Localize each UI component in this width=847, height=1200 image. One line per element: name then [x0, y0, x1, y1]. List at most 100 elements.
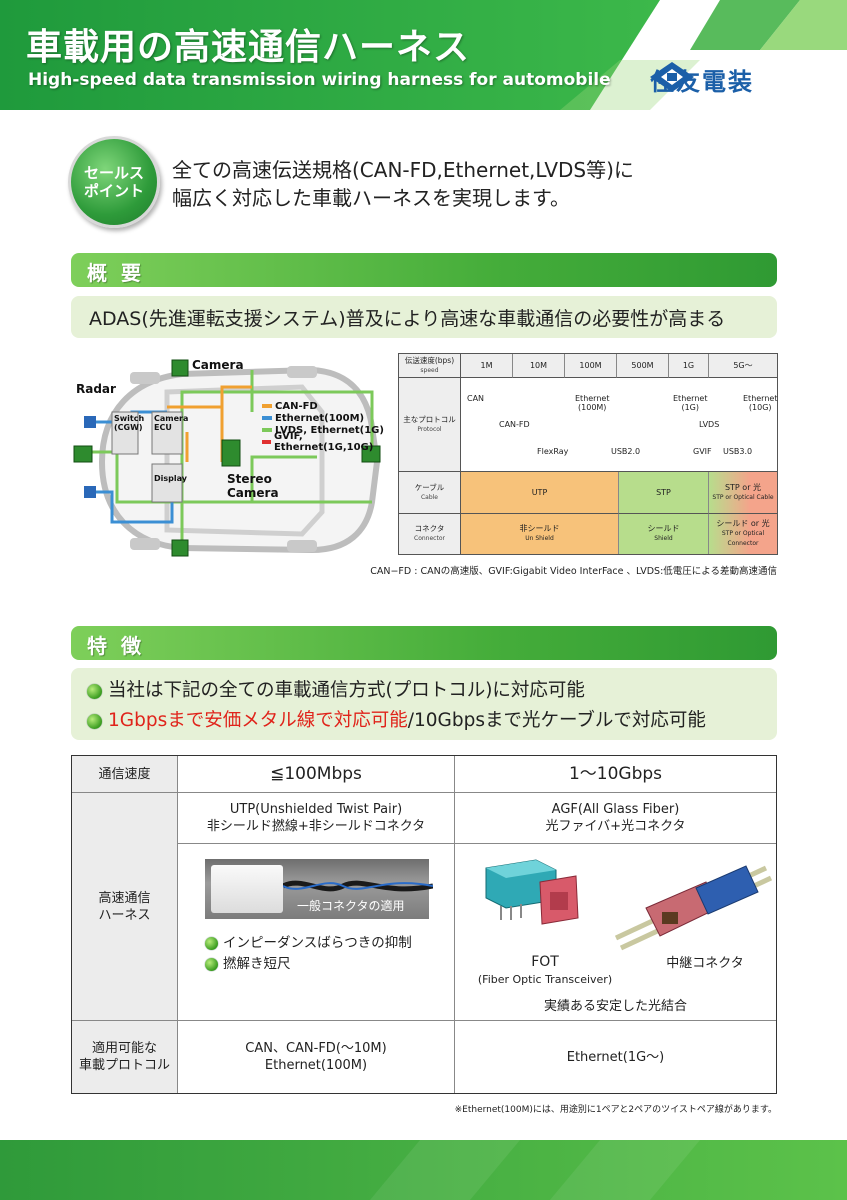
- utp-description: UTP(Unshielded Twist Pair) 非シールド撚線+非シールド…: [178, 793, 455, 844]
- legend-ethernet100: Ethernet(100M): [275, 412, 365, 424]
- camera-label: Camera: [192, 358, 244, 372]
- conn-opt-text: シールド or 光: [716, 519, 770, 528]
- feature-item: 1Gbpsまで安価メタル線で対応可能/10Gbpsまで光ケーブルで対応可能: [87, 706, 706, 736]
- feature-line-2-rest: /10Gbpsまで光ケーブルで対応可能: [407, 710, 706, 731]
- eth10g-line2: (10G): [748, 403, 772, 412]
- bullet-icon: [87, 713, 102, 729]
- protocol-area: [461, 378, 777, 472]
- benefit-1: インピーダンスばらつきの抑制: [223, 935, 412, 951]
- legend-swatch: [262, 416, 272, 420]
- protocol-sub: Protocol: [417, 425, 442, 433]
- sales-line-1: 全ての高速伝送規格(CAN-FD,Ethernet,LVDS等)に: [172, 158, 634, 182]
- optical-connectors-image: [485, 859, 773, 951]
- page-title: 車載用の高速通信ハーネス: [26, 27, 471, 68]
- legend-swatch: [262, 428, 272, 432]
- benefit-item: 撚解き短尺: [205, 954, 412, 975]
- feature-line-2-highlight: 1Gbpsまで安価メタル線で対応可能: [108, 710, 408, 731]
- features-list: 当社は下記の全ての車載通信方式(プロトコル)に対応可能 1Gbpsまで安価メタル…: [87, 676, 706, 736]
- bullet-icon: [205, 958, 218, 971]
- car-outline-graphic: [73, 359, 381, 557]
- overview-heading-bar: 概要: [71, 253, 777, 287]
- protocol-label: 主なプロトコル: [403, 414, 456, 424]
- col-header-low: ≦100Mbps: [178, 756, 455, 793]
- connector-photo: 一般コネクタの適用: [205, 859, 433, 919]
- sales-line-2: 幅広く対応した車載ハーネスを実現します。: [172, 186, 570, 210]
- conn-shield-sub: Shield: [654, 535, 673, 542]
- harness-label-2: ハーネス: [98, 907, 151, 923]
- connector-optical: シールド or 光 STP or Optical Connector: [709, 514, 777, 554]
- agf-description: AGF(All Glass Fiber) 光ファイバ+光コネクタ: [455, 793, 776, 844]
- conn-opt-sub: STP or Optical Connector: [721, 530, 765, 547]
- proto1-line-2: Ethernet(100M): [264, 1058, 368, 1073]
- legend-gvif: GVIF, Ethernet(1G,10G): [273, 431, 374, 453]
- speed-cell: 10M: [513, 354, 565, 378]
- comparison-table: 通信速度 ≦100Mbps 1〜10Gbps 高速通信 ハーネス UTP(Uns…: [71, 755, 777, 1094]
- connector-shield: シールド Shield: [619, 514, 709, 554]
- fot-sub: (Fiber Optic Transceiver): [477, 973, 613, 986]
- cable-sub: Cable: [420, 493, 439, 501]
- utp-line-1: UTP(Unshielded Twist Pair): [229, 802, 403, 817]
- agf-line-1: AGF(All Glass Fiber): [551, 802, 680, 817]
- badge-line-2: ポイント: [83, 182, 144, 200]
- feature-item: 当社は下記の全ての車載通信方式(プロトコル)に対応可能: [87, 676, 706, 706]
- protocol-row-label: 主なプロトコル Protocol: [399, 378, 461, 472]
- features-heading: 特徴: [87, 634, 155, 658]
- header-background: [0, 0, 847, 110]
- agf-line-2: 光ファイバ+光コネクタ: [545, 819, 686, 834]
- protocol-lvds: LVDS: [699, 420, 720, 429]
- speed-header-label: 伝送速度(bps) speed: [399, 354, 461, 378]
- badge-line-1: セールス: [83, 164, 144, 182]
- page-subtitle: High-speed data transmission wiring harn…: [28, 70, 611, 90]
- conn-unshield-sub: Un Shield: [525, 535, 554, 542]
- header-banner: 車載用の高速通信ハーネス High-speed data transmissio…: [0, 0, 847, 110]
- speed-cell: 1G: [669, 354, 709, 378]
- sales-point-badge: セールスポイント: [68, 136, 160, 228]
- speed-cell: 500M: [617, 354, 669, 378]
- high-speed-protocols: Ethernet(1G〜): [566, 1049, 665, 1065]
- white-connector-image: [211, 865, 283, 913]
- bottom-footnote: ※Ethernet(100M)には、用途別に1ペアと2ペアのツイストペア線があり…: [454, 1105, 777, 1115]
- overview-summary: ADAS(先進運転支援システム)普及により高速な車載通信の必要性が高まる: [89, 308, 726, 330]
- sales-point-text: 全ての高速伝送規格(CAN-FD,Ethernet,LVDS等)に 幅広く対応し…: [172, 156, 634, 212]
- legend-canfd: CAN-FD: [275, 400, 318, 412]
- features-heading-bar: 特徴: [71, 626, 777, 660]
- legend-lvds: LVDS, Ethernet(1G): [275, 424, 384, 436]
- benefit-2: 撚解き短尺: [223, 956, 291, 972]
- cable-optical: STP or 光 STP or Optical Cable: [709, 472, 777, 514]
- display-label: Display: [154, 474, 187, 483]
- speed-row-label: 通信速度: [72, 756, 178, 793]
- utp-detail-cell: [178, 844, 455, 1021]
- car-network-diagram: Camera Radar Switch (CGW) Camera ECU Dis…: [72, 352, 392, 562]
- legend-item: CAN-FD: [262, 400, 392, 412]
- overview-heading: 概要: [87, 261, 155, 285]
- protocol-canfd: CAN-FD: [499, 420, 530, 429]
- radar-label: Radar: [76, 382, 116, 396]
- eth100-line2: (100M): [578, 403, 607, 412]
- cable-utp: UTP: [461, 472, 619, 514]
- eth100-line1: Ethernet: [575, 394, 610, 403]
- cable-row-label: ケーブル Cable: [399, 472, 461, 514]
- protocol-eth1g: Ethernet(1G): [673, 394, 707, 412]
- eth10g-line1: Ethernet: [743, 394, 778, 403]
- overview-summary-box: ADAS(先進運転支援システム)普及により高速な車載通信の必要性が高まる: [71, 296, 777, 338]
- speed-cell: 100M: [565, 354, 617, 378]
- connector-sub: Connector: [414, 535, 445, 542]
- speed-cell: 5G〜: [709, 354, 777, 378]
- cable-opt-sub: STP or Optical Cable: [712, 493, 774, 501]
- protocol-gvif: GVIF: [693, 447, 712, 456]
- fot-text: FOT: [531, 954, 559, 970]
- protocol-usb3: USB3.0: [723, 447, 753, 456]
- switch-label: Switch (CGW): [114, 414, 145, 432]
- protocol-flexray: FlexRay: [537, 447, 569, 456]
- features-box: 当社は下記の全ての車載通信方式(プロトコル)に対応可能 1Gbpsまで安価メタル…: [71, 668, 777, 740]
- speed-cell: 1M: [461, 354, 513, 378]
- utp-benefits: インピーダンスばらつきの抑制 撚解き短尺: [205, 933, 412, 975]
- utp-line-2: 非シールド撚線+非シールドコネクタ: [206, 819, 426, 834]
- speed-label: 伝送速度(bps): [404, 355, 455, 365]
- harness-row-label: 高速通信 ハーネス: [72, 793, 178, 1021]
- connector-row-label: コネクタ Connector: [399, 514, 461, 554]
- stereo-camera-label: Stereo Camera: [227, 472, 279, 500]
- relay-connector-label: 中継コネクタ: [666, 955, 744, 971]
- col-header-high: 1〜10Gbps: [455, 756, 776, 793]
- cable-label: ケーブル: [414, 482, 445, 492]
